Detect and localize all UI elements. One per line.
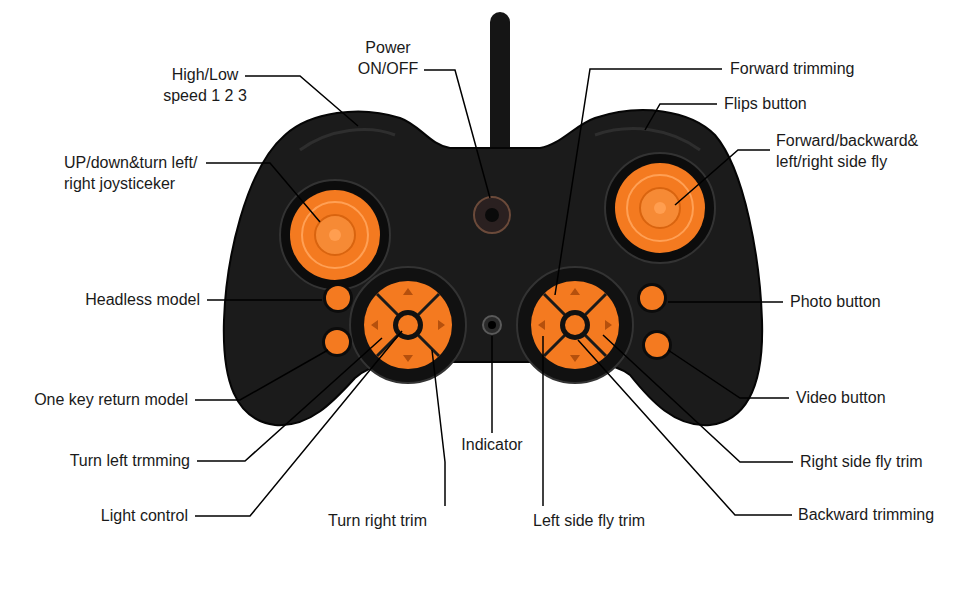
controller-body — [224, 110, 762, 425]
indicator-light — [483, 316, 501, 334]
right-dpad — [517, 267, 633, 383]
leader-lines — [195, 69, 793, 516]
callout-label: Headless model — [85, 290, 200, 311]
callout-label: Backward trimming — [798, 505, 934, 526]
callout-label: Video button — [796, 388, 886, 409]
callout-label: One key return model — [34, 390, 188, 411]
callout-label: Turn left trmming — [70, 451, 190, 472]
left-joystick — [280, 180, 390, 290]
power-switch — [474, 197, 510, 233]
callout-label: Left side fly trim — [533, 511, 645, 532]
callout-label: Forward/backward& left/right side fly — [776, 131, 928, 173]
callout-label: Power ON/OFF — [356, 38, 420, 80]
callout-label: Photo button — [790, 292, 881, 313]
callout-label: High/Low speed 1 2 3 — [159, 65, 251, 107]
antenna — [490, 12, 510, 162]
body-highlight — [595, 129, 700, 150]
callout-label: Light control — [101, 506, 188, 527]
callout-label: Turn right trim — [328, 511, 427, 532]
body-highlight — [300, 130, 395, 150]
callout-label: Flips button — [724, 94, 807, 115]
small-buttons — [322, 283, 672, 360]
callout-label: UP/down&turn left/ right joysticeker — [64, 153, 222, 195]
callout-label: Right side fly trim — [800, 452, 923, 473]
right-joystick — [605, 153, 715, 263]
left-dpad — [350, 267, 466, 383]
callout-label: Forward trimming — [730, 59, 854, 80]
callout-label: Indicator — [461, 435, 522, 456]
